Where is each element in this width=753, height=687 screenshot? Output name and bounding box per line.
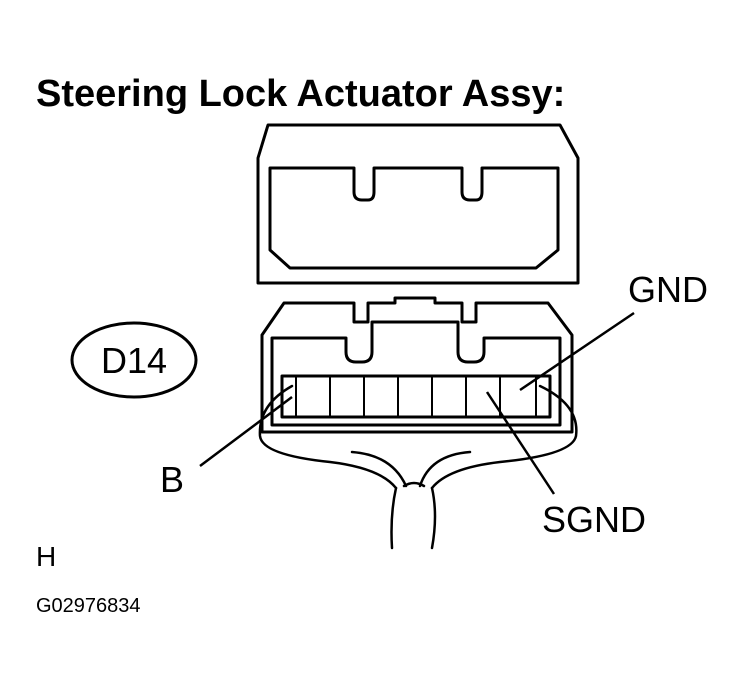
- diagram-title: Steering Lock Actuator Assy:: [36, 73, 565, 115]
- connector-code: D14: [101, 340, 167, 381]
- corner-label: H: [36, 541, 56, 572]
- leader-lines: [199, 311, 635, 495]
- gnd-pin-label: GND: [628, 269, 708, 310]
- wire-harness: [258, 384, 578, 550]
- mating-connector-housing: [256, 123, 580, 285]
- sgnd-pin-label: SGND: [542, 499, 646, 540]
- terminal-cavities: [295, 376, 537, 417]
- connector-housing: [260, 296, 574, 434]
- figure-id: G02976834: [36, 595, 141, 617]
- b-pin-label: B: [160, 459, 184, 500]
- b-leader-line: [199, 396, 293, 467]
- sgnd-leader-line: [485, 391, 556, 495]
- connector-code-ellipse: [70, 321, 198, 399]
- gnd-leader-line: [519, 311, 635, 392]
